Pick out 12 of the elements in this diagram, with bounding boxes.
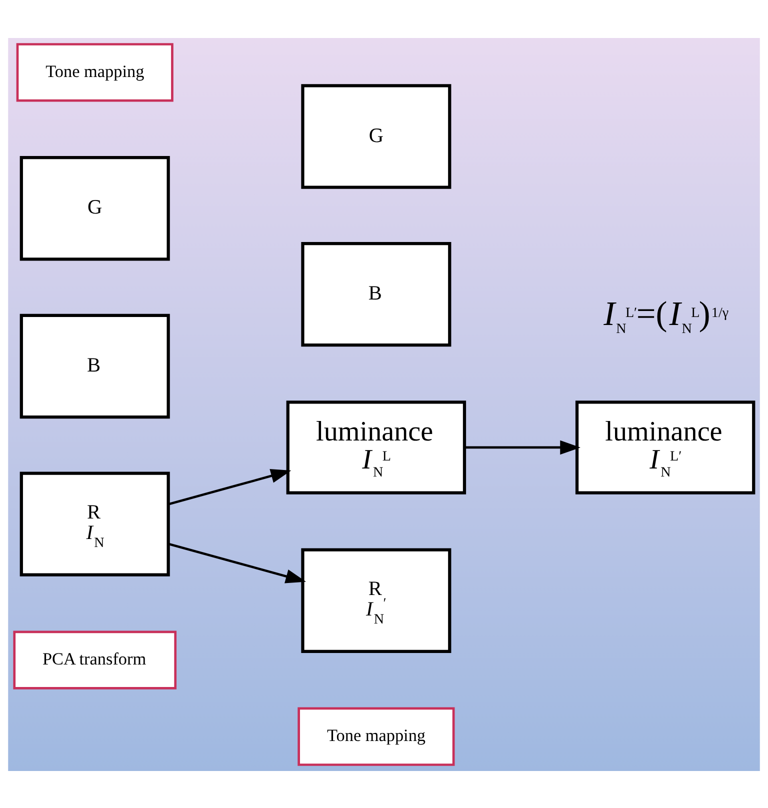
node-box: G	[301, 84, 452, 188]
arrow	[465, 440, 580, 454]
label: I$_{N}$$^{L′}$=(I$_{N}$$^{L}$)$^{1/γ}$	[604, 294, 729, 336]
node-box: Tone mapping	[298, 706, 455, 766]
arrow	[168, 468, 292, 505]
node-box: G	[20, 156, 170, 260]
node-box: Tone mapping	[16, 42, 174, 102]
node-box: B	[301, 241, 452, 346]
arrow	[168, 542, 306, 583]
node-box: PCA transform	[13, 630, 177, 689]
node-box: B	[20, 313, 170, 418]
node-box: R I$_{N}$	[20, 471, 170, 576]
